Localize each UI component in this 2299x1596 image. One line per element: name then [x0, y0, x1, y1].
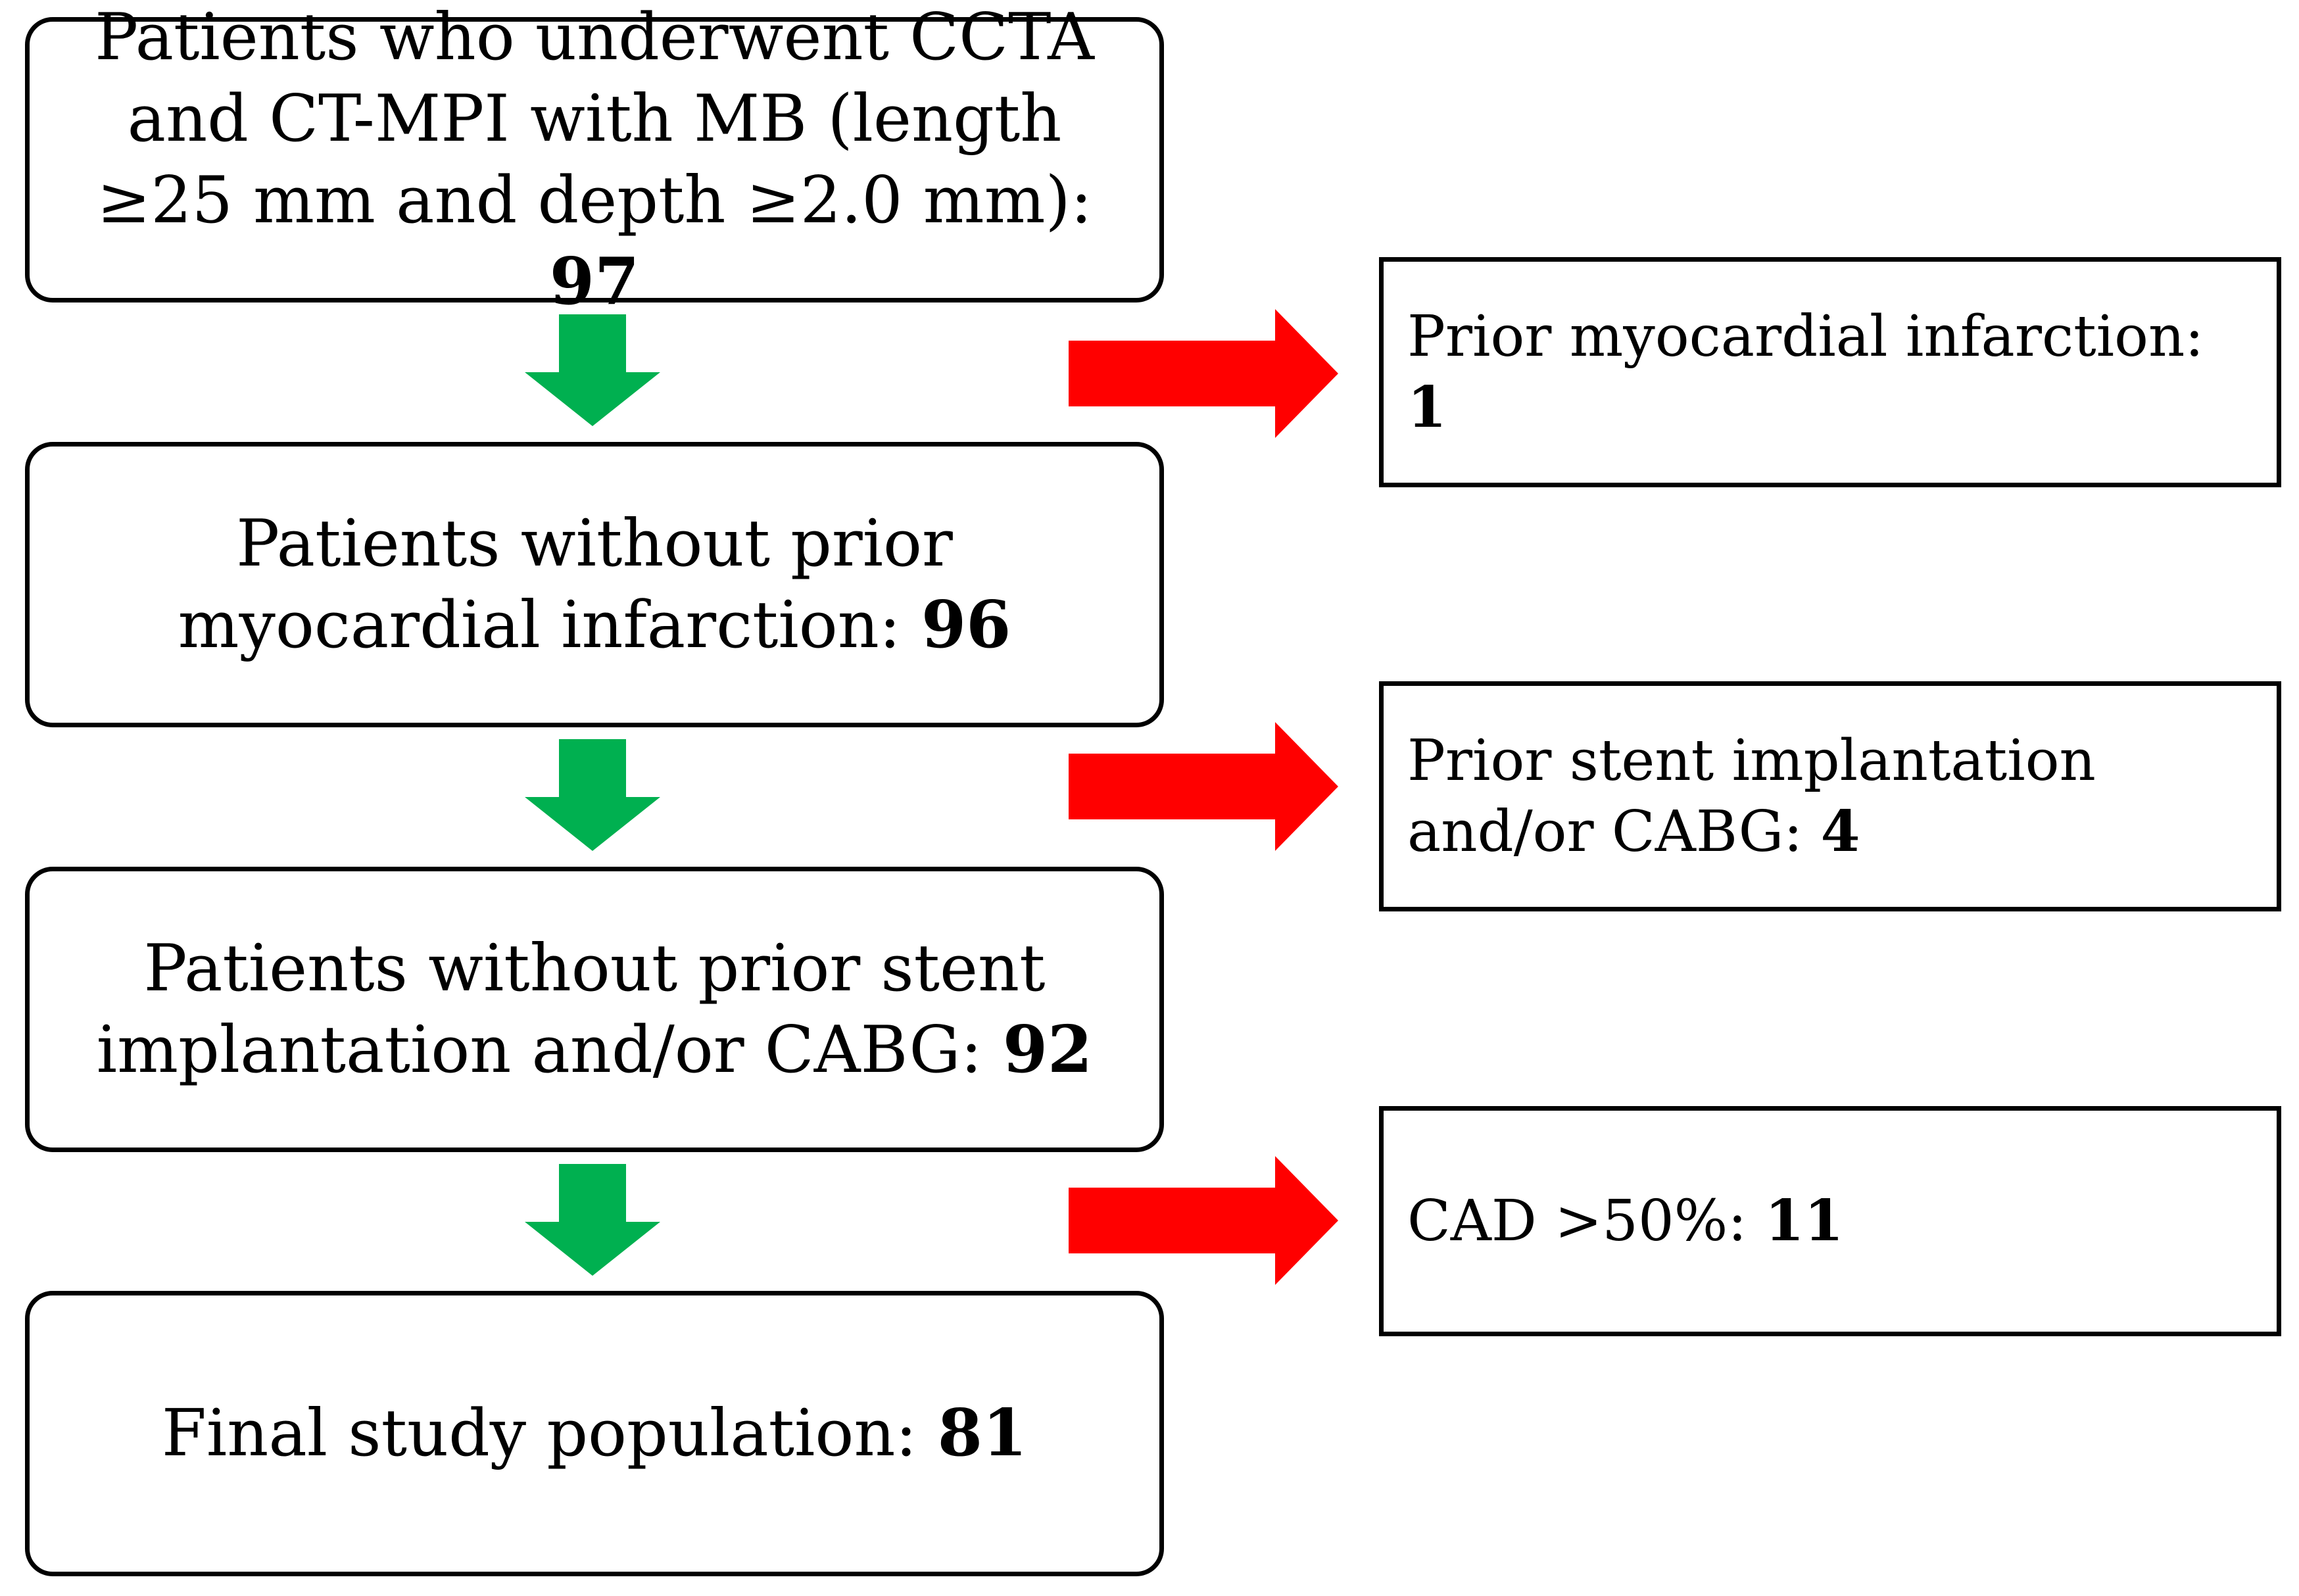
step-label: Patients without prior stent implantatio… [96, 931, 1046, 1088]
exclusion-box-prior-stent: Prior stent implantation and/or CABG: 4 [1379, 681, 2281, 911]
exclusion-box-cad: CAD >50%: 11 [1379, 1106, 2281, 1336]
step-label: Patients who underwent CCTA and CT-MPI w… [95, 0, 1094, 238]
step-count: 92 [1002, 1012, 1093, 1088]
right-arrow-icon [1069, 722, 1338, 851]
step-box-final-population: Final study population: 81 [25, 1291, 1164, 1576]
exclusion-label: Prior stent implantation and/or CABG: [1407, 728, 2096, 865]
step-count: 96 [921, 587, 1011, 663]
down-arrow-icon [525, 739, 660, 851]
exclusion-text: CAD >50%: 11 [1407, 1186, 1843, 1257]
step-label: Final study population: [161, 1396, 938, 1471]
step-text: Patients who underwent CCTA and CT-MPI w… [56, 0, 1133, 323]
exclusion-text: Prior myocardial infarction: 1 [1407, 301, 2253, 443]
step-label: Patients without prior myocardial infarc… [178, 506, 953, 663]
exclusion-count: 1 [1407, 374, 1447, 441]
exclusion-text: Prior stent implantation and/or CABG: 4 [1407, 725, 2253, 867]
step-box-no-prior-mi: Patients without prior myocardial infarc… [25, 442, 1164, 727]
step-box-no-prior-stent: Patients without prior stent implantatio… [25, 867, 1164, 1152]
down-arrow-icon [525, 1164, 660, 1276]
down-arrow-icon [525, 314, 660, 426]
right-arrow-icon [1069, 309, 1338, 438]
exclusion-box-prior-mi: Prior myocardial infarction: 1 [1379, 257, 2281, 487]
step-text: Final study population: 81 [162, 1393, 1027, 1474]
step-box-enrolled: Patients who underwent CCTA and CT-MPI w… [25, 0, 1164, 320]
step-count: 81 [937, 1395, 1028, 1471]
right-arrow-icon [1069, 1156, 1338, 1285]
exclusion-label: Prior myocardial infarction: [1407, 304, 2204, 370]
exclusion-label: CAD >50%: [1407, 1188, 1765, 1254]
step-text: Patients without prior stent implantatio… [56, 928, 1133, 1091]
step-text: Patients without prior myocardial infarc… [56, 503, 1133, 666]
exclusion-count: 11 [1764, 1188, 1844, 1254]
step-count: 97 [549, 244, 640, 320]
exclusion-count: 4 [1820, 798, 1860, 865]
